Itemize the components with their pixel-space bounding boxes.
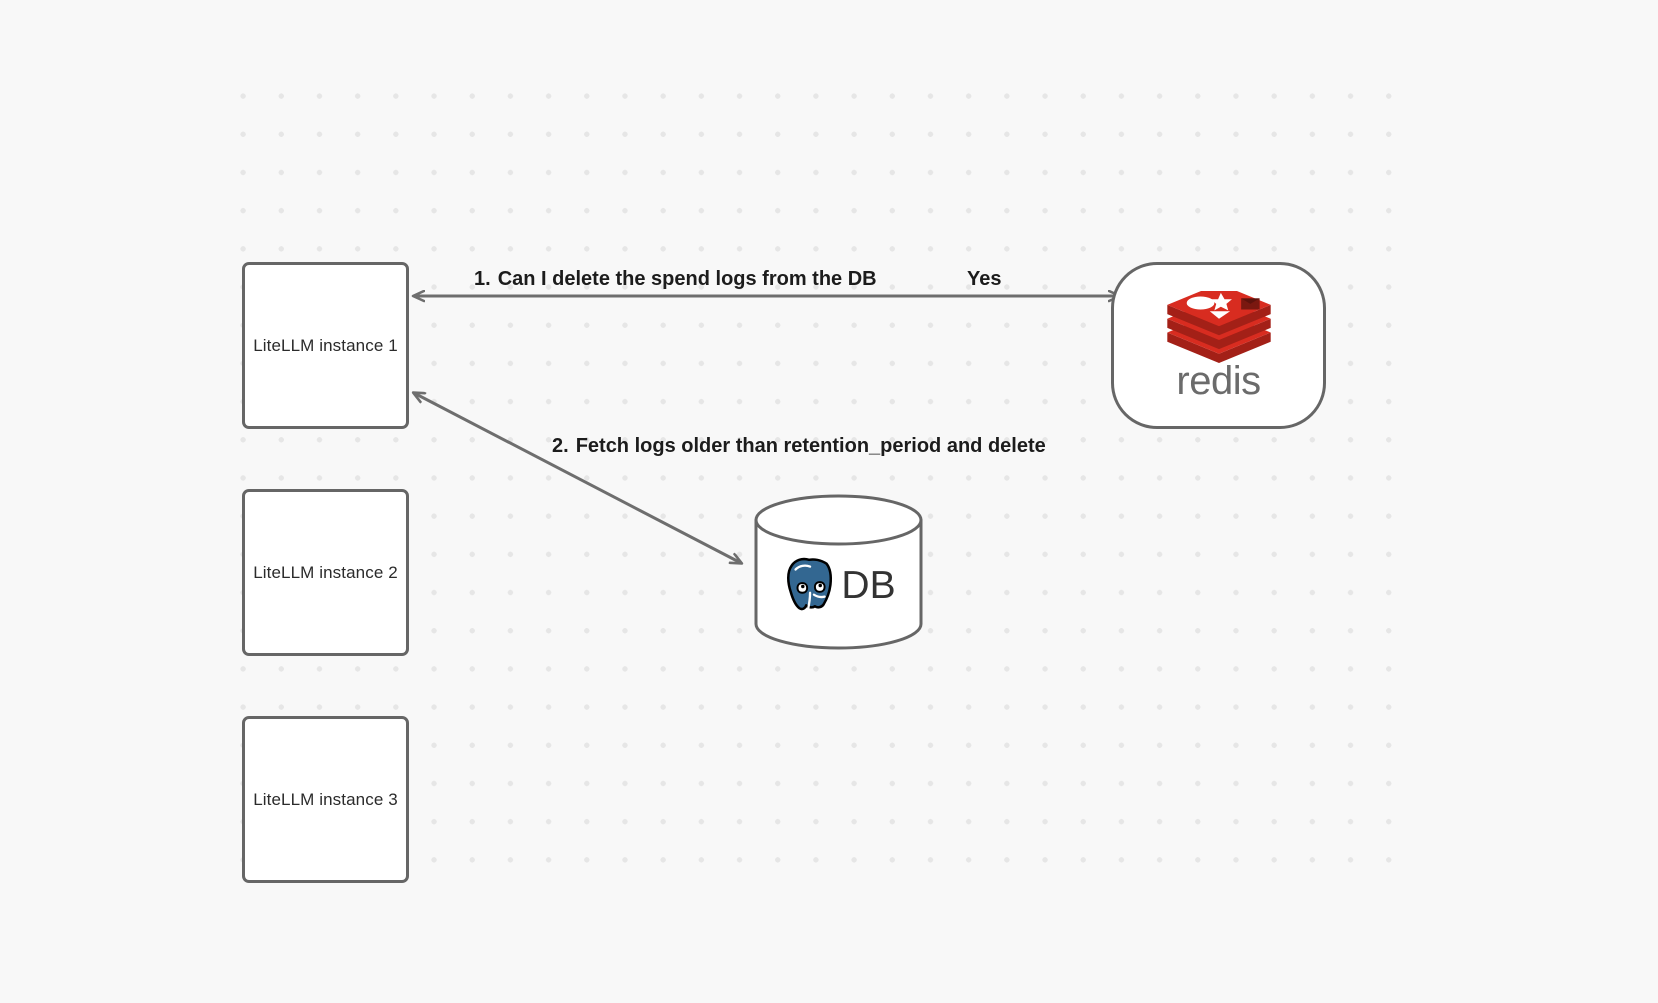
node-label-litellm-3: LiteLLM instance 3 bbox=[253, 789, 398, 809]
db-label: DB bbox=[841, 563, 896, 607]
postgresql-elephant-icon bbox=[787, 557, 833, 611]
edge-2-text: Fetch logs older than retention_period a… bbox=[575, 435, 1046, 457]
node-litellm-instance-1[interactable]: LiteLLM instance 1 bbox=[242, 262, 409, 429]
edge-1-reply-label: Yes bbox=[967, 268, 1002, 290]
redis-wordmark: redis bbox=[1176, 358, 1261, 403]
node-label-litellm-2: LiteLLM instance 2 bbox=[253, 562, 398, 582]
cylinder-shape bbox=[754, 494, 923, 650]
edge-2-label: 2. Fetch logs older than retention_period… bbox=[552, 435, 1046, 458]
edge-1-step-number: 1. bbox=[474, 268, 491, 290]
redis-logo: redis bbox=[1163, 290, 1275, 403]
node-litellm-instance-3[interactable]: LiteLLM instance 3 bbox=[242, 716, 409, 883]
node-db[interactable]: DB bbox=[753, 494, 924, 650]
edge-2-step-number: 2. bbox=[552, 435, 569, 457]
edge-1-text: Can I delete the spend logs from the DB bbox=[497, 268, 877, 290]
node-label-litellm-1: LiteLLM instance 1 bbox=[253, 335, 398, 355]
node-redis[interactable]: redis bbox=[1111, 262, 1326, 429]
node-litellm-instance-2[interactable]: LiteLLM instance 2 bbox=[242, 489, 409, 656]
edge-1-label: 1. Can I delete the spend logs from the D… bbox=[474, 268, 877, 291]
edge-litellm1-db bbox=[414, 393, 741, 563]
redis-stack-icon bbox=[1166, 290, 1271, 363]
